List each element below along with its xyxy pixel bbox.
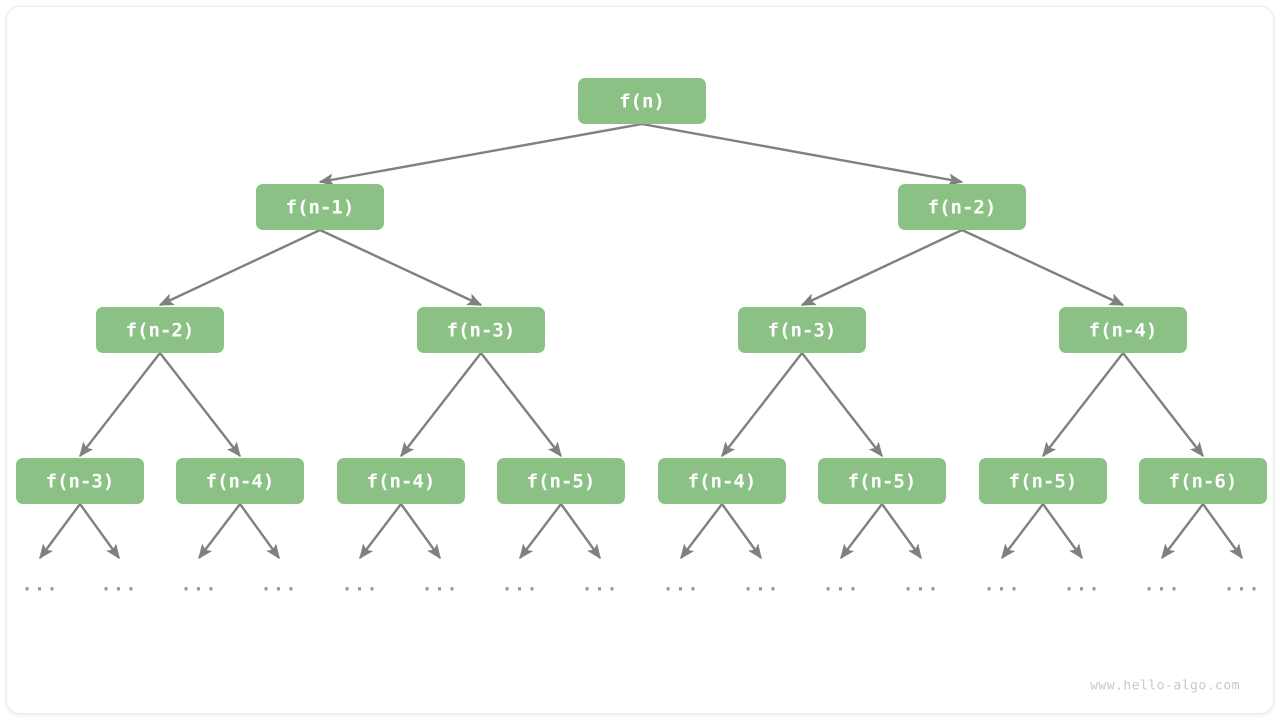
leaf-edge <box>79 503 120 560</box>
tree-edge <box>1122 352 1204 458</box>
tree-node: f(n-5) <box>979 458 1107 504</box>
tree-edge <box>400 352 482 458</box>
node-label: f(n-2) <box>928 197 997 219</box>
ellipsis-row: ........................................… <box>21 574 1260 596</box>
leaf-edge <box>840 503 883 560</box>
node-label: f(n-5) <box>848 471 917 493</box>
ellipsis-marker: ... <box>21 574 58 596</box>
tree-node: f(n-5) <box>818 458 946 504</box>
tree-node: f(n-3) <box>738 307 866 353</box>
ellipsis-marker: ... <box>822 574 859 596</box>
node-label: f(n-4) <box>1089 320 1158 342</box>
node-box <box>1139 458 1267 504</box>
tree-node: f(n-4) <box>337 458 465 504</box>
tree-edge <box>1042 352 1124 458</box>
leaf-edge <box>881 503 922 560</box>
leaf-edge <box>1001 503 1044 560</box>
leaf-edge <box>39 503 81 560</box>
node-label: f(n-3) <box>768 320 837 342</box>
tree-node: f(n) <box>578 78 706 124</box>
tree-edge <box>801 352 883 458</box>
tree-node: f(n-4) <box>176 458 304 504</box>
node-label: f(n-5) <box>527 471 596 493</box>
node-box <box>256 184 384 230</box>
ellipsis-marker: ... <box>180 574 217 596</box>
tree-edges <box>79 122 1204 458</box>
leaf-edge <box>198 503 241 560</box>
watermark: www.hello-algo.com <box>1090 679 1240 694</box>
ellipsis-marker: ... <box>662 574 699 596</box>
tree-edge <box>721 352 803 458</box>
ellipsis-marker: ... <box>1223 574 1260 596</box>
tree-edge <box>641 122 964 186</box>
ellipsis-marker: ... <box>983 574 1020 596</box>
leaf-edge <box>1042 503 1083 560</box>
tree-edge <box>318 122 643 186</box>
ellipsis-marker: ... <box>581 574 618 596</box>
node-box <box>96 307 224 353</box>
ellipsis-marker: ... <box>260 574 297 596</box>
leaf-edge <box>560 503 601 560</box>
node-label: f(n-4) <box>688 471 757 493</box>
ellipsis-marker: ... <box>421 574 458 596</box>
tree-node: f(n-2) <box>898 184 1026 230</box>
node-box <box>176 458 304 504</box>
ellipsis-marker: ... <box>501 574 538 596</box>
leaf-edge <box>359 503 402 560</box>
tree-nodes: f(n) f(n-1) f(n-2) f(n-2) f(n-3) f(n-3) f(n-4)… <box>16 78 1267 504</box>
node-label: f(n-6) <box>1169 471 1238 493</box>
leaf-edge <box>721 503 762 560</box>
node-box <box>738 307 866 353</box>
ellipsis-marker: ... <box>902 574 939 596</box>
leaf-edge <box>1202 503 1243 560</box>
node-label: f(n-3) <box>46 471 115 493</box>
tree-edge <box>961 228 1125 307</box>
tree-edge <box>800 228 963 307</box>
node-label: f(n-2) <box>126 320 195 342</box>
leaf-edge <box>1161 503 1204 560</box>
tree-node: f(n-2) <box>96 307 224 353</box>
node-box <box>979 458 1107 504</box>
node-box <box>497 458 625 504</box>
node-label: f(n-5) <box>1009 471 1078 493</box>
tree-node: f(n-5) <box>497 458 625 504</box>
ellipsis-marker: ... <box>1143 574 1180 596</box>
node-box <box>16 458 144 504</box>
node-box <box>417 307 545 353</box>
tree-node: f(n-3) <box>16 458 144 504</box>
ellipsis-marker: ... <box>100 574 137 596</box>
tree-node: f(n-1) <box>256 184 384 230</box>
node-label: f(n-4) <box>206 471 275 493</box>
tree-node: f(n-4) <box>1059 307 1187 353</box>
node-box <box>818 458 946 504</box>
leaf-edge <box>519 503 562 560</box>
leaf-edge <box>680 503 723 560</box>
node-label: f(n-3) <box>447 320 516 342</box>
tree-edge <box>159 352 241 458</box>
tree-node: f(n-3) <box>417 307 545 353</box>
tree-node: f(n-6) <box>1139 458 1267 504</box>
leaf-edge <box>239 503 280 560</box>
tree-node: f(n-4) <box>658 458 786 504</box>
ellipsis-marker: ... <box>341 574 378 596</box>
leaf-edges <box>39 503 1243 560</box>
tree-edge <box>79 352 161 458</box>
tree-edge <box>158 228 321 307</box>
node-box <box>337 458 465 504</box>
node-box <box>658 458 786 504</box>
node-box <box>1059 307 1187 353</box>
node-label: f(n-1) <box>286 197 355 219</box>
ellipsis-marker: ... <box>1063 574 1100 596</box>
node-box <box>898 184 1026 230</box>
node-label: f(n-4) <box>367 471 436 493</box>
node-box <box>578 78 706 124</box>
ellipsis-marker: ... <box>742 574 779 596</box>
tree-edge <box>480 352 562 458</box>
node-label: f(n) <box>619 91 665 113</box>
tree-edge <box>319 228 483 307</box>
leaf-edge <box>400 503 441 560</box>
